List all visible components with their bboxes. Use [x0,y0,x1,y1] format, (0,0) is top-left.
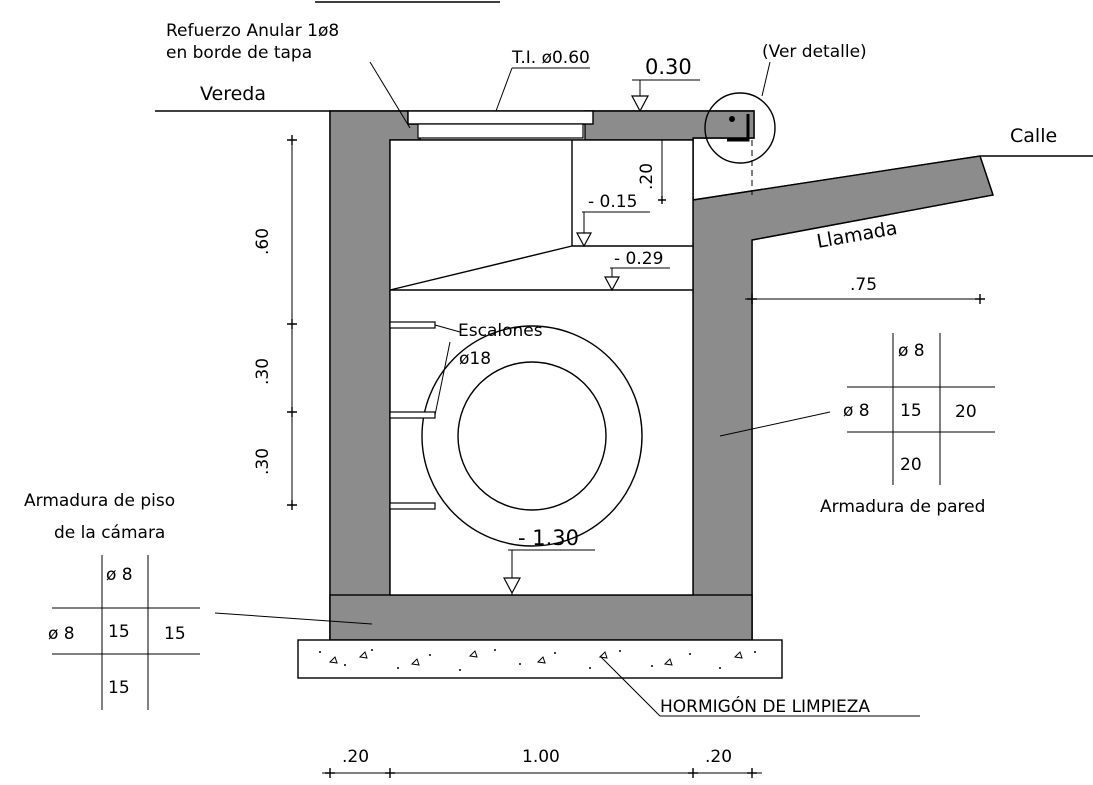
step-1 [389,321,436,329]
escalones-leader-1 [434,324,461,333]
refuerzo-leader [369,61,411,129]
floor-slab [329,594,753,641]
step-2 [389,411,436,419]
grid-piso-bottom: 15 [108,678,130,698]
grid-piso-c1: 15 [108,622,130,642]
armadura-piso-label-2: de la cámara [54,523,165,543]
hormigon-label: HORMIGÓN DE LIMPIEZA [660,695,870,717]
refuerzo-label-1: Refuerzo Anular 1ø8 [166,21,339,41]
floor-leader [214,612,373,625]
grid-piso-top: ø 8 [106,565,133,585]
level-130-label: - 1.30 [518,526,579,550]
level-029-label: - 0.29 [614,249,663,269]
hormigon-leader [599,655,661,717]
armadura-piso-label-1: Armadura de piso [24,491,175,511]
grid-piso-c2: 15 [164,624,186,644]
grid-piso-left: ø 8 [48,624,75,644]
dim-060-label: .60 [253,228,273,255]
lean-concrete [297,639,783,679]
tapa-label: T.I. ø0.60 [511,48,590,68]
slope-line [389,245,573,291]
refuerzo-label-2: en borde de tapa [166,43,312,63]
roof-slab-right [584,110,755,141]
escalones-label-1: Escalones [458,321,543,341]
ver-detalle-label: (Ver detalle) [762,42,867,62]
detail-rebar-icon [727,114,750,142]
detail-circle [704,92,776,164]
vereda-label: Vereda [200,83,266,105]
detail-dot [729,116,735,122]
detail-leader [761,61,771,97]
escalones-leader-2 [434,341,451,416]
grid-pared-c1: 15 [900,401,922,421]
manhole-cover-frame [417,123,584,139]
tapa-leader [495,67,513,112]
level-marker-015 [575,211,650,248]
grid-piso [52,555,200,710]
dim-020-tick [658,196,666,204]
pipe-inner-circle [457,361,607,511]
level-020-label: .20 [637,163,657,190]
dim-100-label: 1.00 [522,747,560,767]
nivel-tapa-label: 0.30 [645,55,692,79]
manhole-cover [407,110,594,125]
wall-leader [719,411,831,437]
lean-concrete-hatch [319,649,756,671]
grid-pared-left: ø 8 [843,401,870,421]
dim-075-ticks [747,294,985,304]
level-marker-130 [503,549,595,595]
grid-pared-top: ø 8 [898,341,925,361]
step-3 [389,502,436,510]
dim-bottom-ticks [325,768,757,778]
pipe-outer-circle [421,325,643,547]
dim-020b-label: .20 [705,747,732,767]
dim-030a-label: .30 [253,358,273,385]
grid-pared [847,333,995,485]
level-015-label: - 0.15 [588,192,637,212]
dim-030b-label: .30 [253,448,273,475]
level-marker-029 [603,267,670,292]
calle-label: Calle [1010,125,1057,147]
dim-left-ticks [287,135,297,510]
chamber-interior [389,139,694,596]
grid-pared-bottom: 20 [900,455,922,475]
dim-075-label: .75 [850,275,877,295]
escalones-label-2: ø18 [459,349,491,369]
grid-pared-c2: 20 [955,402,977,422]
level-marker-030 [631,79,700,113]
armadura-pared-label: Armadura de pared [820,497,985,517]
dim-020a-label: .20 [342,747,369,767]
